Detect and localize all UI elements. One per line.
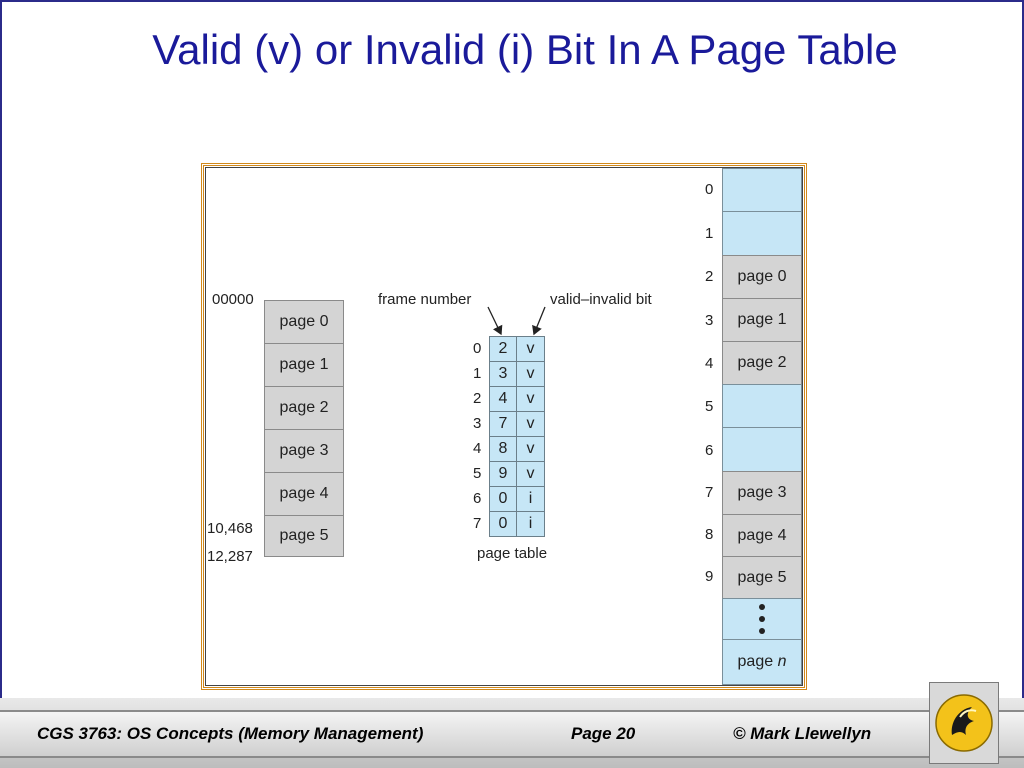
pt-frame-1: 3 — [489, 361, 517, 387]
frame-index-0: 0 — [705, 181, 714, 198]
pt-frame-3: 7 — [489, 411, 517, 437]
frame-number-label: frame number — [378, 291, 472, 308]
pegasus-logo-icon — [935, 694, 993, 752]
pt-bit-5: v — [516, 461, 545, 487]
frame-index-5: 5 — [705, 398, 714, 415]
page-table-caption: page table — [477, 545, 548, 562]
logical-page-5: page 5 — [264, 515, 344, 557]
ucf-pegasus-logo — [929, 682, 999, 764]
pt-bit-2: v — [516, 386, 545, 412]
pt-index-6: 6 — [473, 490, 482, 507]
frame-n-variable: n — [777, 653, 787, 670]
frame-index-9: 9 — [705, 568, 714, 585]
pt-bit-6: i — [516, 486, 545, 512]
footer-page-number: Page 20 — [571, 724, 636, 743]
slide-title: Valid (v) or Invalid (i) Bit In A Page T… — [152, 26, 898, 73]
pt-frame-6: 0 — [489, 486, 517, 512]
logical-address-b: 12,287 — [207, 548, 253, 565]
physical-frame-0 — [722, 168, 802, 212]
vertical-ellipsis-icon — [759, 604, 765, 634]
valid-invalid-label: valid–invalid bit — [550, 291, 652, 308]
physical-frame-n: page n — [722, 639, 802, 685]
frame-index-8: 8 — [705, 526, 714, 543]
logical-page-4: page 4 — [264, 472, 344, 516]
pt-bit-3: v — [516, 411, 545, 437]
valid-bit-arrow — [532, 306, 546, 336]
frame-index-6: 6 — [705, 442, 714, 459]
logical-address-a: 10,468 — [207, 520, 253, 537]
frame-number-arrow — [487, 306, 503, 336]
logical-address-start: 00000 — [212, 291, 254, 308]
pt-index-4: 4 — [473, 440, 482, 457]
frame-n-prefix: page — [737, 653, 778, 670]
footer-band — [0, 710, 1024, 758]
physical-frame-8: page 4 — [722, 514, 802, 557]
physical-frame-9: page 5 — [722, 556, 802, 599]
physical-frame-7: page 3 — [722, 471, 802, 515]
physical-frame-1 — [722, 211, 802, 256]
physical-frame-2: page 0 — [722, 255, 802, 299]
pt-bit-0: v — [516, 336, 545, 362]
logical-page-3: page 3 — [264, 429, 344, 473]
physical-frame-3: page 1 — [722, 298, 802, 342]
pt-index-3: 3 — [473, 415, 482, 432]
frame-index-1: 1 — [705, 225, 714, 242]
slide-border — [0, 0, 1024, 698]
physical-frame-6 — [722, 427, 802, 472]
pt-index-5: 5 — [473, 465, 482, 482]
frame-index-2: 2 — [705, 268, 714, 285]
frame-index-3: 3 — [705, 312, 714, 329]
frame-index-7: 7 — [705, 484, 714, 501]
footer-copyright: © Mark Llewellyn — [733, 724, 872, 743]
pt-index-7: 7 — [473, 515, 482, 532]
pt-index-1: 1 — [473, 365, 482, 382]
pt-index-0: 0 — [473, 340, 482, 357]
pt-bit-4: v — [516, 436, 545, 462]
frame-index-4: 4 — [705, 355, 714, 372]
pt-frame-0: 2 — [489, 336, 517, 362]
pt-index-2: 2 — [473, 390, 482, 407]
physical-frame-5 — [722, 384, 802, 428]
logical-page-1: page 1 — [264, 343, 344, 387]
physical-frame-4: page 2 — [722, 341, 802, 385]
pt-frame-4: 8 — [489, 436, 517, 462]
footer-course: CGS 3763: OS Concepts (Memory Management… — [37, 724, 424, 743]
pt-bit-1: v — [516, 361, 545, 387]
pt-bit-7: i — [516, 511, 545, 537]
physical-frame-ellipsis — [722, 598, 802, 640]
pt-frame-5: 9 — [489, 461, 517, 487]
pt-frame-2: 4 — [489, 386, 517, 412]
pt-frame-7: 0 — [489, 511, 517, 537]
